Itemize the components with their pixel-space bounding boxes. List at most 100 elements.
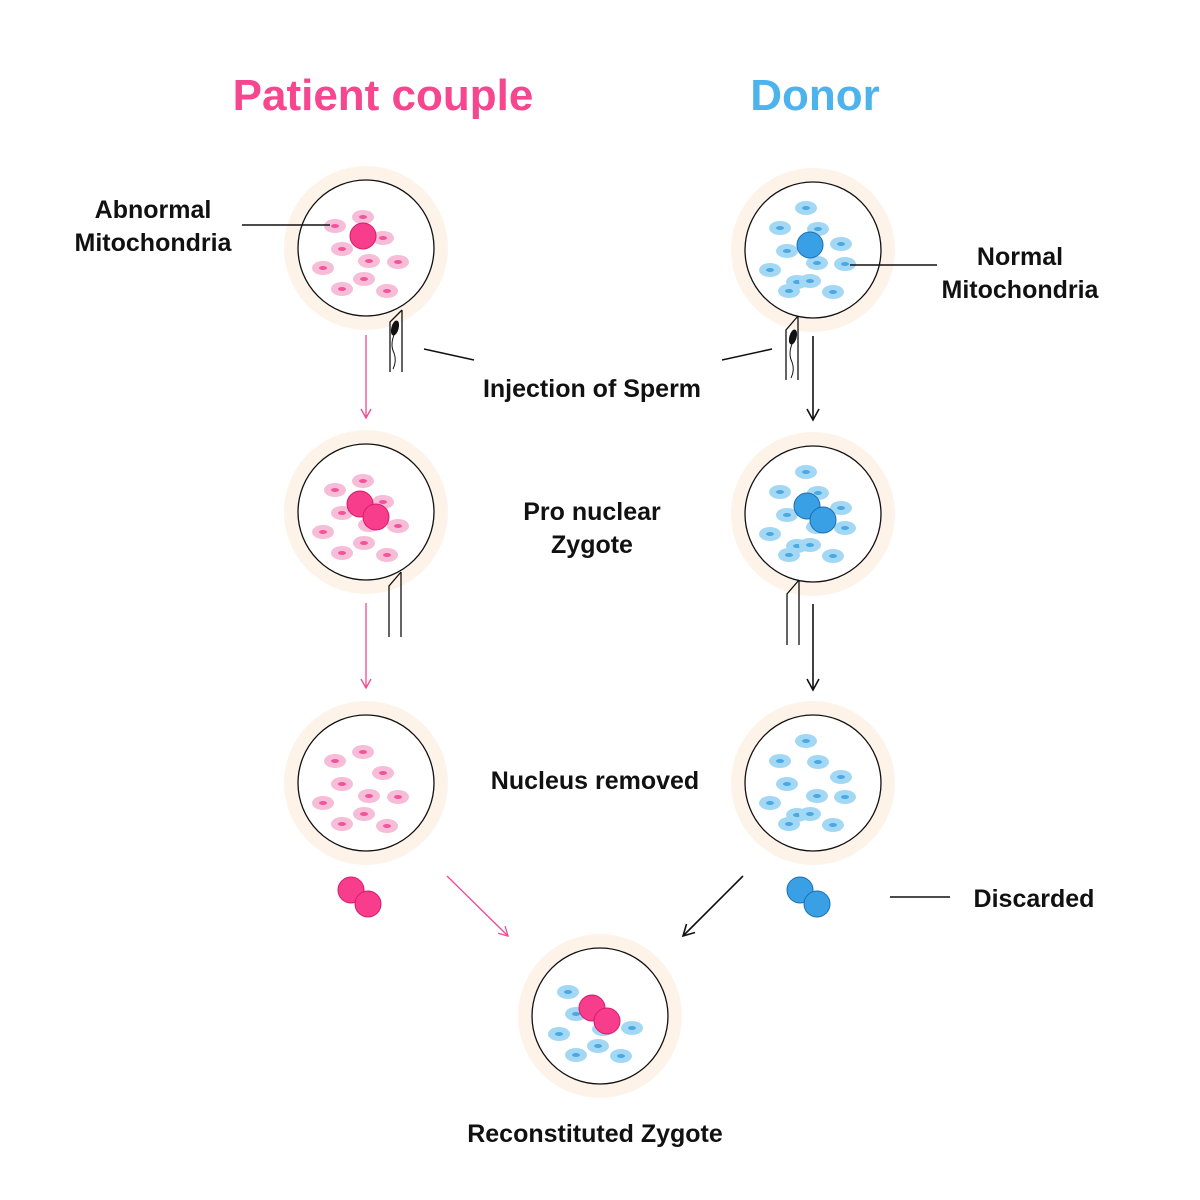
normal-mitochondrion	[769, 485, 791, 499]
normal-mitochondrion	[759, 527, 781, 541]
donor-nucleus	[796, 231, 824, 259]
patient-removed-pronuclei	[337, 876, 382, 918]
normal-mitochondrion	[822, 285, 844, 299]
normal-mitochondrion	[795, 734, 817, 748]
normal-mitochondrion	[776, 777, 798, 791]
normal-mitochondrion	[822, 549, 844, 563]
normal-mitochondrion	[834, 790, 856, 804]
abnormal-mitochondrion	[324, 219, 346, 233]
reconstituted-zygote-label: Reconstituted Zygote	[467, 1120, 723, 1148]
pronucleus	[593, 1007, 621, 1035]
donor-discarded-pronuclei	[786, 876, 831, 918]
discarded-label: Discarded	[974, 885, 1095, 913]
normal-mitochondrion	[799, 274, 821, 288]
abnormal-mitochondrion	[312, 525, 334, 539]
abnormal-mitochondrion	[387, 255, 409, 269]
normal-mitochondrion	[822, 818, 844, 832]
normal-mitochondrion	[565, 1048, 587, 1062]
normal-mitochondrion	[769, 221, 791, 235]
abnormal-mitochondrion	[312, 261, 334, 275]
transferred-patient-pronuclei	[578, 994, 621, 1035]
abnormal-mitochondrion	[387, 790, 409, 804]
pronuclear-zygote-label-2: Zygote	[551, 531, 633, 559]
pronucleus	[349, 222, 377, 250]
normal-mitochondrion	[587, 1039, 609, 1053]
abnormal-mitochondrion	[376, 819, 398, 833]
normal-mitochondrion	[830, 770, 852, 784]
pronucleus	[796, 231, 824, 259]
abnormal-mitochondrion	[372, 231, 394, 245]
abnormal-mitochondrion	[353, 536, 375, 550]
normal-mitochondrion	[776, 508, 798, 522]
pronucleus	[803, 890, 831, 918]
normal-mitochondrion	[807, 755, 829, 769]
pronucleus	[354, 890, 382, 918]
normal-mitochondrion	[806, 256, 828, 270]
abnormal-mitochondrion	[324, 483, 346, 497]
abnormal-mitochondria-label-2: Mitochondria	[75, 229, 233, 257]
abnormal-mitochondrion	[331, 777, 353, 791]
abnormal-mitochondrion	[372, 766, 394, 780]
abnormal-mitochondrion	[352, 474, 374, 488]
normal-mitochondrion	[759, 796, 781, 810]
normal-mitochondrion	[769, 754, 791, 768]
abnormal-mitochondrion	[331, 817, 353, 831]
abnormal-mitochondrion	[358, 254, 380, 268]
abnormal-mitochondrion	[387, 519, 409, 533]
normal-mitochondrion	[799, 538, 821, 552]
abnormal-mitochondrion	[353, 807, 375, 821]
normal-mitochondrion	[548, 1027, 570, 1041]
normal-mitochondria-label-2: Mitochondria	[942, 276, 1100, 304]
abnormal-mitochondrion	[331, 546, 353, 560]
donor-enucleated-zygote	[731, 701, 895, 865]
donor-enucleation-pipette	[786, 579, 800, 645]
abnormal-mitochondrion	[352, 210, 374, 224]
abnormal-mitochondrion	[352, 745, 374, 759]
abnormal-mitochondrion	[331, 242, 353, 256]
normal-mitochondrion	[834, 257, 856, 271]
nucleus-removed-label: Nucleus removed	[491, 767, 699, 795]
normal-mitochondrion	[776, 244, 798, 258]
abnormal-mitochondrion	[331, 282, 353, 296]
cell-membrane	[297, 714, 435, 852]
pronucleus	[362, 503, 390, 531]
abnormal-mitochondrion	[376, 548, 398, 562]
normal-mitochondrion	[830, 237, 852, 251]
patient-enucleated-zygote	[284, 701, 448, 865]
normal-mitochondrion	[778, 817, 800, 831]
pronuclear-zygote-label-1: Pro nuclear	[523, 498, 661, 526]
abnormal-mitochondria-label-1: Abnormal	[95, 196, 212, 224]
normal-mitochondrion	[799, 807, 821, 821]
normal-mitochondrion	[795, 201, 817, 215]
abnormal-mitochondrion	[312, 796, 334, 810]
normal-mitochondrion	[806, 789, 828, 803]
patient-nucleus	[349, 222, 377, 250]
injection-leader-right	[721, 348, 773, 361]
normal-mitochondrion	[557, 985, 579, 999]
normal-mitochondrion	[610, 1049, 632, 1063]
abnormal-mitochondrion	[353, 272, 375, 286]
normal-mitochondrion	[778, 284, 800, 298]
normal-mitochondrion	[795, 465, 817, 479]
normal-mitochondrion	[830, 501, 852, 515]
donor-title: Donor	[750, 71, 880, 120]
patient-pronuclei	[346, 490, 390, 531]
arrow-patient-3	[446, 875, 509, 937]
patient-injection-pipette	[389, 309, 403, 372]
normal-mitochondrion	[759, 263, 781, 277]
normal-mitochondrion	[834, 521, 856, 535]
donor-injection-pipette	[785, 315, 799, 380]
abnormal-mitochondrion	[376, 284, 398, 298]
patient-enucleation-pipette	[388, 571, 402, 637]
normal-mitochondrion	[778, 548, 800, 562]
abnormal-mitochondrion	[331, 506, 353, 520]
normal-mitochondria-label-1: Normal	[977, 243, 1063, 271]
injection-of-sperm-label: Injection of Sperm	[483, 375, 701, 403]
patient-couple-title: Patient couple	[233, 71, 534, 120]
normal-mitochondrion	[621, 1021, 643, 1035]
cell-membrane	[744, 714, 882, 852]
abnormal-mitochondrion	[324, 754, 346, 768]
donor-pronuclei	[793, 492, 837, 534]
pronucleus	[809, 506, 837, 534]
